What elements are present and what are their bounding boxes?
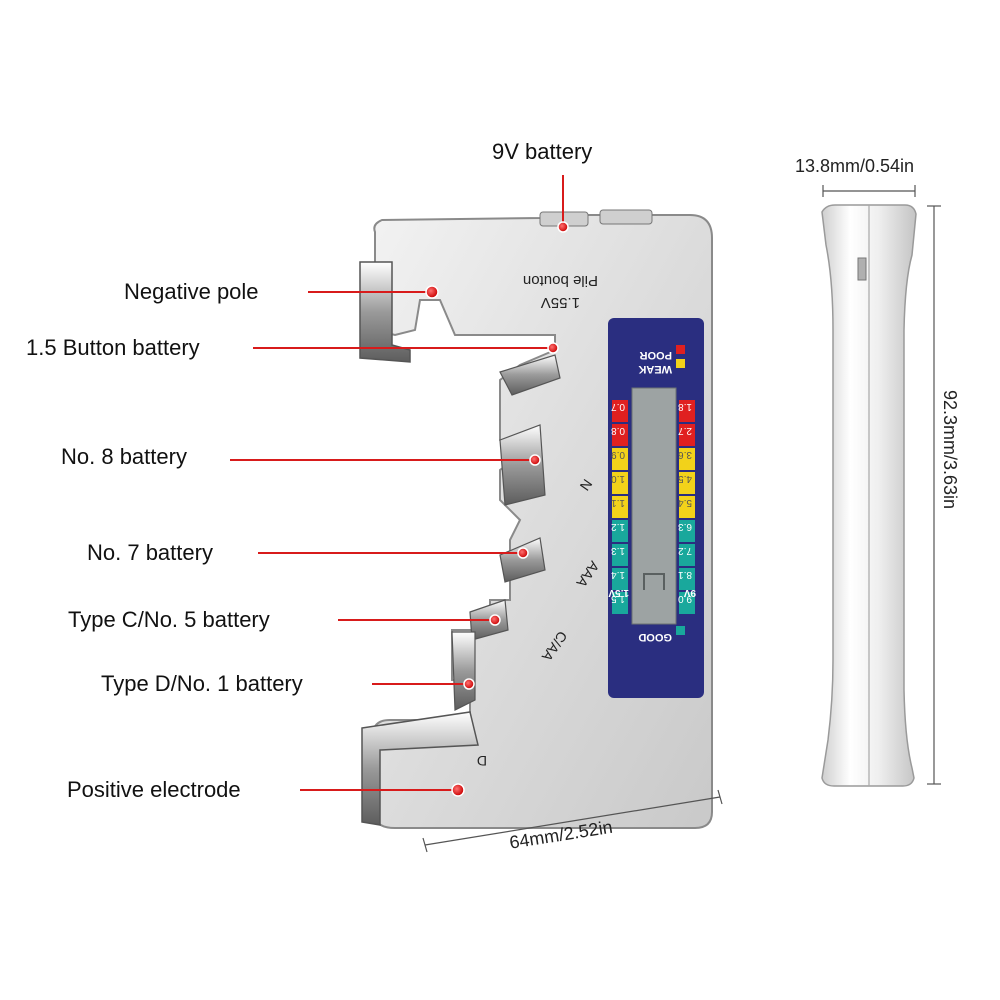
- dot-button: [547, 342, 559, 354]
- left-scale-value: 1.0: [611, 473, 625, 484]
- weak-label: WEAK: [638, 363, 672, 375]
- poor-swatch: [676, 345, 685, 354]
- negative-clip: [359, 261, 411, 363]
- v155-text: 1.55V: [541, 294, 580, 311]
- left-scale-block: [612, 472, 628, 494]
- good-swatch: [676, 626, 685, 635]
- right-scale-value: 3.6: [678, 449, 692, 460]
- dot-9v: [557, 221, 569, 233]
- dot-no7: [517, 547, 529, 559]
- left-scale-block: [612, 424, 628, 446]
- right-scale-block: [679, 496, 695, 518]
- label-button-battery: 1.5 Button battery: [26, 335, 200, 360]
- pointer-dots: [425, 221, 569, 797]
- lcd-segment: [643, 573, 665, 590]
- pointer-lines: [230, 175, 564, 791]
- left-scale-value: 1.1: [611, 497, 625, 508]
- label-negative-pole: Negative pole: [124, 279, 259, 304]
- height-dimension: [927, 205, 941, 785]
- poor-label: POOR: [640, 349, 672, 361]
- right-scale-block: [679, 544, 695, 566]
- dot-c: [489, 614, 501, 626]
- slot-contact-d: [451, 631, 476, 711]
- right-scale-value: 4.5: [678, 473, 692, 484]
- label-type-d: Type D/No. 1 battery: [101, 671, 303, 696]
- right-scale-block: [679, 472, 695, 494]
- thickness-dimension-text: 13.8mm/0.54in: [795, 156, 915, 176]
- left-scale-block: [612, 496, 628, 518]
- left-scale-block: [612, 400, 628, 422]
- dot-positive: [451, 783, 465, 797]
- terminal-9v-right: [599, 209, 653, 225]
- good-label: GOOD: [638, 631, 672, 643]
- right-scale-block: [679, 592, 695, 614]
- label-no7-battery: No. 7 battery: [87, 540, 213, 565]
- left-scale: 0.7 0.8 0.9 1.0 1.1 1.2 1.3 1.4 1.5: [611, 400, 628, 614]
- lcd-window: [631, 387, 677, 625]
- right-scale-value: 5.4: [678, 497, 692, 508]
- label-9v-battery: 9V battery: [492, 139, 593, 164]
- label-type-c: Type C/No. 5 battery: [68, 607, 270, 632]
- width-dimension: [422, 789, 723, 853]
- right-scale-block: [679, 448, 695, 470]
- height-dimension-text: 92.3mm/3.63in: [940, 390, 960, 510]
- right-scale-value: 2.7: [678, 425, 692, 436]
- positive-plate: [361, 711, 479, 826]
- right-scale-value: 9.0: [678, 593, 692, 604]
- left-scale-block: [612, 448, 628, 470]
- left-scale-value: 0.7: [611, 401, 625, 412]
- left-scale-value: 1.3: [611, 545, 625, 556]
- dot-negative: [425, 285, 439, 299]
- left-scale-block: [612, 520, 628, 542]
- slot-contact-n: [499, 354, 561, 396]
- label-no8-battery: No. 8 battery: [61, 444, 187, 469]
- dot-no8: [529, 454, 541, 466]
- left-scale-value: 0.8: [611, 425, 625, 436]
- right-scale-value: 7.2: [678, 545, 692, 556]
- right-scale-block: [679, 424, 695, 446]
- left-scale-value: 1.4: [611, 569, 625, 580]
- unit-right-label: 9V: [683, 587, 696, 598]
- left-scale-value: 1.5: [611, 593, 625, 604]
- slot-contact-7: [499, 537, 546, 583]
- slot-contact-8: [499, 424, 546, 506]
- right-scale-block: [679, 520, 695, 542]
- left-scale-value: 1.2: [611, 521, 625, 532]
- left-scale-block: [612, 544, 628, 566]
- pile-bouton-text: Pile bouton: [523, 272, 598, 289]
- side-view-switch: [857, 257, 867, 281]
- right-scale-block: [679, 400, 695, 422]
- unit-left-label: 1.5V: [608, 587, 629, 598]
- right-scale-value: 1.8: [678, 401, 692, 412]
- label-positive-electrode: Positive electrode: [67, 777, 241, 802]
- right-scale-block: [679, 568, 695, 590]
- dot-d: [463, 678, 475, 690]
- right-scale-value: 6.3: [678, 521, 692, 532]
- right-scale-value: 8.1: [678, 569, 692, 580]
- left-scale-block: [612, 592, 628, 614]
- weak-swatch: [676, 359, 685, 368]
- right-scale: 1.8 2.7 3.6 4.5 5.4 6.3 7.2 8.1 9.0: [678, 400, 695, 614]
- slot-d-text: D: [477, 753, 487, 769]
- thickness-dimension: [822, 185, 916, 197]
- left-scale-block: [612, 568, 628, 590]
- left-scale-value: 0.9: [611, 449, 625, 460]
